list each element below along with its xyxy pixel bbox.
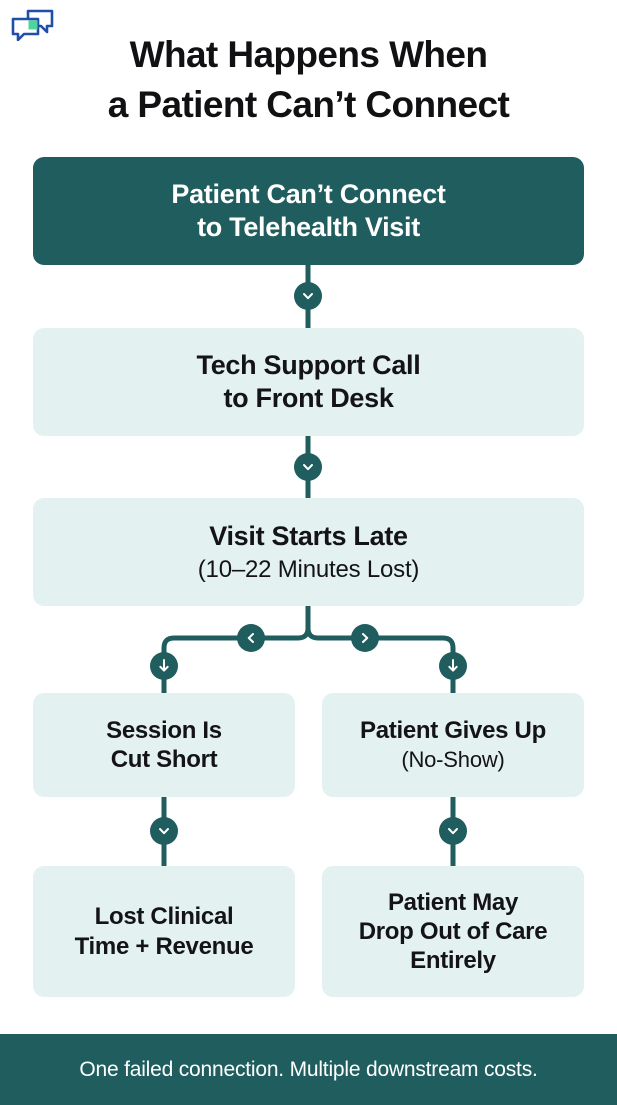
- chevron-right-icon: [351, 624, 379, 652]
- chat-bubbles-icon: [11, 9, 54, 42]
- connector-split-left: [161, 627, 311, 693]
- page-title-line-2: a Patient Can’t Connect: [107, 84, 510, 126]
- chevron-down-icon: [150, 817, 178, 845]
- flow-node-patient-cant-connect[interactable]: Patient Can’t Connect to Telehealth Visi…: [33, 157, 584, 265]
- flow-node-headline: Patient Gives Up: [360, 717, 546, 745]
- flow-node-headline-2: to Front Desk: [223, 383, 394, 413]
- flow-node-headline-2: Drop Out of Care: [358, 917, 548, 945]
- flow-node-headline-2: to Telehealth Visit: [197, 212, 420, 242]
- flow-node-patient-may-drop-out[interactable]: Patient May Drop Out of Care Entirely: [322, 866, 584, 997]
- flow-node-headline-2: Cut Short: [110, 746, 218, 773]
- flow-node-subtext: (10–22 Minutes Lost): [197, 555, 420, 583]
- flow-node-lost-clinical-time-revenue[interactable]: Lost Clinical Time + Revenue: [33, 866, 295, 997]
- flow-node-headline: Patient May: [387, 888, 519, 916]
- flow-node-patient-gives-up[interactable]: Patient Gives Up (No-Show): [322, 693, 584, 797]
- chevron-down-icon: [294, 453, 322, 481]
- flow-node-headline: Session Is: [106, 716, 222, 744]
- flow-node-visit-starts-late[interactable]: Visit Starts Late (10–22 Minutes Lost): [33, 498, 584, 606]
- connector-split-right: [305, 627, 456, 693]
- flow-node-subtext: (No-Show): [401, 746, 505, 772]
- flow-node-headline: Tech Support Call: [196, 350, 421, 381]
- flow-node-headline: Visit Starts Late: [209, 520, 408, 551]
- arrow-down-icon: [439, 652, 467, 680]
- flow-node-headline-2: Time + Revenue: [74, 932, 254, 960]
- chevron-left-icon: [237, 624, 265, 652]
- arrow-down-icon: [150, 652, 178, 680]
- brand-logo: [11, 9, 55, 42]
- chevron-down-icon: [439, 817, 467, 845]
- footer-banner: One failed connection. Multiple downstre…: [0, 1034, 617, 1105]
- page-title-line-1: What Happens When: [129, 34, 488, 75]
- flow-node-headline-3: Entirely: [410, 947, 496, 975]
- flow-node-session-cut-short[interactable]: Session Is Cut Short: [33, 693, 295, 797]
- footer-text: One failed connection. Multiple downstre…: [79, 1057, 538, 1081]
- flow-node-headline: Lost Clinical: [94, 903, 234, 931]
- page-title: What Happens When a Patient Can’t Connec…: [0, 30, 617, 131]
- chevron-down-icon: [294, 282, 322, 310]
- flow-node-tech-support-call[interactable]: Tech Support Call to Front Desk: [33, 328, 584, 436]
- flow-node-headline: Patient Can’t Connect: [171, 179, 446, 210]
